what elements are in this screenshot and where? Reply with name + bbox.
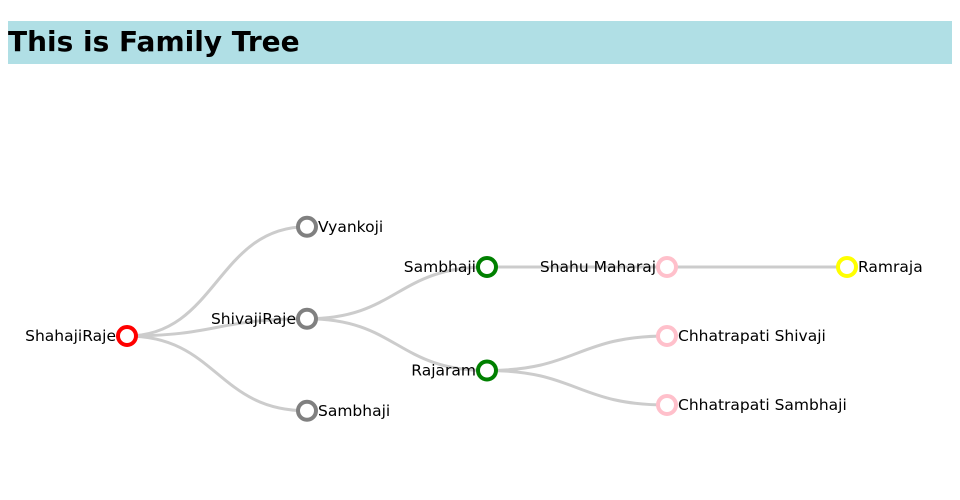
tree-links — [126, 225, 847, 413]
node-circle[interactable] — [656, 394, 678, 416]
node-label: Chhatrapati Shivaji — [678, 327, 826, 345]
page-title: This is Family Tree — [8, 25, 300, 58]
node-label: Shahu Maharaj — [540, 258, 656, 276]
link-shivajiraje-to-rajaram — [306, 317, 488, 372]
link-shahajiraje-to-vyankoji — [126, 225, 308, 338]
tree-node-sambhaji[interactable]: Sambhaji — [404, 256, 498, 278]
tree-node-chhatrapati-sambhaji[interactable]: Chhatrapati Sambhaji — [656, 394, 847, 416]
link-shivajiraje-to-sambhaji — [306, 265, 488, 321]
node-circle[interactable] — [656, 325, 678, 347]
node-circle[interactable] — [296, 307, 318, 330]
node-label: Rajaram — [411, 362, 476, 380]
node-circle[interactable] — [116, 325, 138, 347]
node-label: ShahajiRaje — [25, 327, 116, 345]
node-label: Sambhaji — [318, 402, 390, 420]
link-shahajiraje-to-sambhaji — [126, 334, 308, 413]
link-rajaram-to-chhatrapati-shivaji — [486, 334, 668, 372]
tree-node-rajaram[interactable]: Rajaram — [411, 359, 498, 382]
link-shahajiraje-to-shivajiraje — [126, 317, 308, 338]
node-circle[interactable] — [836, 256, 858, 278]
node-circle[interactable] — [476, 359, 498, 382]
tree-node-shahu-maharaj[interactable]: Shahu Maharaj — [540, 256, 678, 278]
link-rajaram-to-chhatrapati-sambhaji — [486, 369, 668, 407]
node-circle[interactable] — [296, 215, 318, 238]
node-label: Sambhaji — [404, 258, 476, 276]
tree-node-vyankoji[interactable]: Vyankoji — [296, 215, 383, 238]
node-label: Chhatrapati Sambhaji — [678, 396, 847, 414]
tree-node-sambhaji[interactable]: Sambhaji — [296, 399, 390, 422]
node-label: Vyankoji — [318, 218, 383, 236]
tree-node-ramraja[interactable]: Ramraja — [836, 256, 923, 278]
node-circle[interactable] — [476, 256, 498, 278]
tree-node-shivajiraje[interactable]: ShivajiRaje — [211, 307, 318, 330]
tree-node-shahajiraje[interactable]: ShahajiRaje — [25, 325, 138, 347]
node-label: Ramraja — [858, 258, 923, 276]
node-label: ShivajiRaje — [211, 310, 296, 328]
title-bar: This is Family Tree — [8, 21, 952, 64]
node-circle[interactable] — [296, 399, 318, 422]
tree-node-chhatrapati-shivaji[interactable]: Chhatrapati Shivaji — [656, 325, 826, 347]
node-circle[interactable] — [656, 256, 678, 278]
